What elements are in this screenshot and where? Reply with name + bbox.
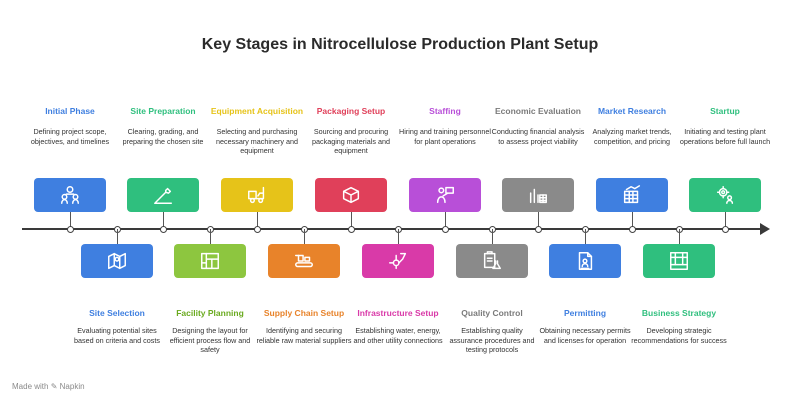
- timeline-arrow-icon: [760, 223, 770, 235]
- stage-heading-economic-evaluation: Economic Evaluation: [495, 106, 581, 116]
- stage-description-startup: Initiating and testing plant operations …: [679, 127, 771, 146]
- stage-heading-staffing: Staffing: [429, 106, 461, 116]
- analysis-chart-icon: [527, 184, 549, 206]
- stage-connector: [445, 212, 446, 229]
- footer-credit: Made with ✎ Napkin: [12, 382, 85, 391]
- stage-card-infrastructure-setup[interactable]: [362, 244, 434, 278]
- stage-card-market-research[interactable]: [596, 178, 668, 212]
- stage-connector: [257, 212, 258, 229]
- timeline-node: [159, 225, 167, 233]
- stage-connector: [492, 229, 493, 244]
- timeline-line: [22, 228, 762, 230]
- package-icon: [340, 184, 362, 206]
- stage-connector: [398, 229, 399, 244]
- stage-connector: [585, 229, 586, 244]
- blueprint-icon: [199, 250, 221, 272]
- stage-heading-business-strategy: Business Strategy: [641, 308, 717, 318]
- timeline-node: [628, 225, 636, 233]
- stage-card-facility-planning[interactable]: [174, 244, 246, 278]
- stage-heading-site-selection: Site Selection: [89, 308, 145, 318]
- stage-card-supply-chain-setup[interactable]: [268, 244, 340, 278]
- stage-description-packaging-setup: Sourcing and procuring packaging materia…: [312, 127, 390, 155]
- stage-card-quality-control[interactable]: [456, 244, 528, 278]
- diagram-title: Key Stages in Nitrocellulose Production …: [201, 36, 599, 53]
- stage-heading-quality-control: Quality Control: [461, 308, 523, 318]
- stage-connector: [725, 212, 726, 229]
- forklift-icon: [246, 184, 268, 206]
- stage-heading-facility-planning: Facility Planning: [176, 308, 244, 318]
- stage-heading-permitting: Permitting: [563, 308, 607, 318]
- timeline-node: [441, 225, 449, 233]
- stage-heading-infrastructure-setup: Infrastructure Setup: [357, 308, 439, 318]
- stage-description-staffing: Hiring and training personnel for plant …: [399, 127, 491, 146]
- stage-description-site-preparation: Clearing, grading, and preparing the cho…: [122, 127, 204, 146]
- stage-card-staffing[interactable]: [409, 178, 481, 212]
- stage-connector: [632, 212, 633, 229]
- brand-label: Napkin: [59, 382, 85, 391]
- stage-card-site-selection[interactable]: [81, 244, 153, 278]
- stage-heading-site-preparation: Site Preparation: [130, 106, 196, 116]
- stage-card-site-preparation[interactable]: [127, 178, 199, 212]
- stage-description-facility-planning: Designing the layout for efficient proce…: [169, 326, 251, 354]
- stage-card-packaging-setup[interactable]: [315, 178, 387, 212]
- utility-icon: [387, 250, 409, 272]
- stage-description-infrastructure-setup: Establishing water, energy, and other ut…: [353, 326, 443, 345]
- timeline-node: [253, 225, 261, 233]
- stage-connector: [163, 212, 164, 229]
- shovel-icon: [152, 184, 174, 206]
- stage-description-site-selection: Evaluating potential sites based on crit…: [74, 326, 160, 345]
- timeline-node: [347, 225, 355, 233]
- stage-card-initial-phase[interactable]: [34, 178, 106, 212]
- made-with-label: Made with: [12, 382, 49, 391]
- timeline-node: [721, 225, 729, 233]
- stage-heading-packaging-setup: Packaging Setup: [316, 106, 386, 116]
- stage-description-equipment-acquisition: Selecting and purchasing necessary machi…: [216, 127, 298, 155]
- stage-connector: [70, 212, 71, 229]
- stage-card-business-strategy[interactable]: [643, 244, 715, 278]
- stage-description-economic-evaluation: Conducting financial analysis to assess …: [491, 127, 585, 146]
- clipboard-flask-icon: [481, 250, 503, 272]
- stage-heading-market-research: Market Research: [597, 106, 667, 116]
- napkin-logo-icon: ✎: [50, 382, 58, 391]
- stage-card-permitting[interactable]: [549, 244, 621, 278]
- stage-connector: [351, 212, 352, 229]
- stage-heading-supply-chain-setup: Supply Chain Setup: [263, 308, 345, 318]
- stage-description-permitting: Obtaining necessary permits and licenses…: [539, 326, 631, 345]
- strategy-board-icon: [668, 250, 690, 272]
- stage-card-economic-evaluation[interactable]: [502, 178, 574, 212]
- market-chart-icon: [621, 184, 643, 206]
- timeline-node: [534, 225, 542, 233]
- stage-connector: [538, 212, 539, 229]
- stage-description-quality-control: Establishing quality assurance procedure…: [449, 326, 535, 354]
- stage-card-startup[interactable]: [689, 178, 761, 212]
- gear-person-icon: [714, 184, 736, 206]
- stage-description-market-research: Analyzing market trends, competition, an…: [592, 127, 672, 146]
- stage-connector: [679, 229, 680, 244]
- permit-document-icon: [574, 250, 596, 272]
- stage-card-equipment-acquisition[interactable]: [221, 178, 293, 212]
- stage-description-initial-phase: Defining project scope, objectives, and …: [30, 127, 110, 146]
- stage-description-business-strategy: Developing strategic recommendations for…: [631, 326, 727, 345]
- stage-heading-startup: Startup: [710, 106, 740, 116]
- staff-training-icon: [434, 184, 456, 206]
- timeline-node: [66, 225, 74, 233]
- stage-description-supply-chain-setup: Identifying and securing reliable raw ma…: [256, 326, 352, 345]
- conveyor-icon: [293, 250, 315, 272]
- stage-connector: [304, 229, 305, 244]
- map-icon: [106, 250, 128, 272]
- stage-heading-initial-phase: Initial Phase: [45, 106, 95, 116]
- stage-connector: [117, 229, 118, 244]
- team-icon: [59, 184, 81, 206]
- stage-connector: [210, 229, 211, 244]
- stage-heading-equipment-acquisition: Equipment Acquisition: [210, 106, 304, 116]
